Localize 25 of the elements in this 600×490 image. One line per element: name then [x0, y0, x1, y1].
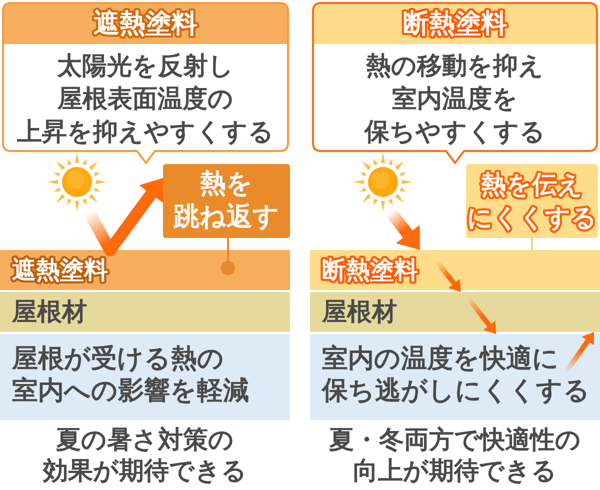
- indoor-band: 屋根が受ける熱の室内への影響を軽減: [0, 334, 290, 420]
- callout-box: 熱を跳ね返す: [163, 164, 290, 238]
- sun-icon: [353, 152, 413, 212]
- leader-line: [220, 238, 235, 275]
- leader-line: [531, 238, 533, 250]
- bubble-title: 断熱塗料: [403, 8, 507, 41]
- callout-box: 熱を伝えにくくする: [466, 164, 598, 238]
- speech-bubble: [2, 2, 289, 164]
- bubble-text: 太陽光を反射し屋根表面温度の上昇を抑えやすくする: [17, 50, 274, 148]
- arrow: [435, 260, 461, 292]
- coating-layer-band: 遮熱塗料: [0, 250, 290, 290]
- coating-layer-band: 断熱塗料: [310, 250, 600, 290]
- arrow: [386, 208, 420, 250]
- arrow: [104, 178, 164, 256]
- bubble-title: 遮熱塗料: [94, 8, 198, 41]
- arrow: [466, 296, 496, 334]
- arrow: [564, 332, 594, 374]
- summary-text: 夏の暑さ対策の効果が期待できる: [43, 424, 247, 486]
- bubble-text: 熱の移動を抑え室内温度を保ちやすくする: [364, 50, 546, 148]
- indoor-band: 室内の温度を快適に保ち逃がしにくくする: [310, 334, 600, 420]
- summary-text: 夏・冬両方で快適性の向上が期待できる: [329, 424, 581, 486]
- roof-layer-band: 屋根材: [310, 292, 600, 332]
- sun-icon: [47, 152, 107, 212]
- roof-layer-band: 屋根材: [0, 292, 290, 332]
- speech-bubble: [312, 2, 598, 164]
